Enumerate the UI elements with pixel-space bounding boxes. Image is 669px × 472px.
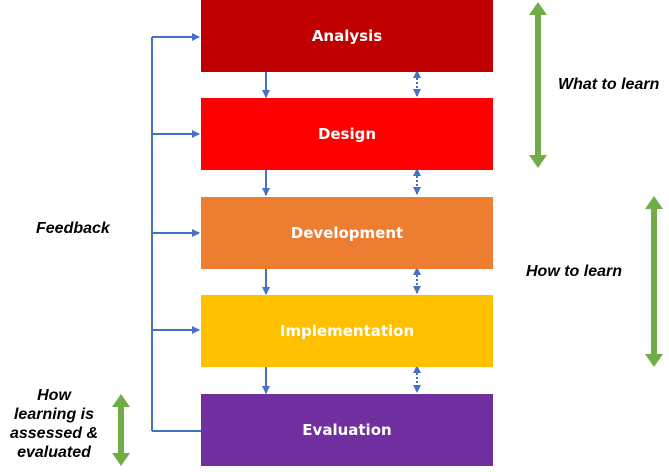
stage-development: Development xyxy=(201,197,493,269)
stage-implementation-label: Implementation xyxy=(279,322,415,340)
assessment-label-line-3: assessed & xyxy=(9,425,99,442)
stage-implementation: Implementation xyxy=(201,295,493,367)
stage-design: Design xyxy=(201,98,493,170)
assessment-label: How learning is assessed & evaluated xyxy=(0,386,108,462)
what-to-learn-label: What to learn xyxy=(558,76,660,93)
range-arrow-what-to-learn xyxy=(529,2,547,168)
assessment-label-line-4: evaluated xyxy=(17,444,91,461)
feedback-label: Feedback xyxy=(36,220,110,237)
assessment-label-line-1: How xyxy=(37,387,71,404)
stage-analysis-label: Analysis xyxy=(311,27,383,45)
range-arrow-assessed xyxy=(112,394,130,466)
stage-development-label: Development xyxy=(290,224,404,242)
stage-evaluation: Evaluation xyxy=(201,394,493,466)
range-arrow-how-to-learn xyxy=(645,196,663,367)
assessment-label-line-2: learning is xyxy=(13,406,95,423)
stage-evaluation-label: Evaluation xyxy=(302,421,392,439)
stage-analysis: Analysis xyxy=(201,0,493,72)
stage-design-label: Design xyxy=(317,125,377,143)
how-to-learn-label: How to learn xyxy=(526,263,623,280)
